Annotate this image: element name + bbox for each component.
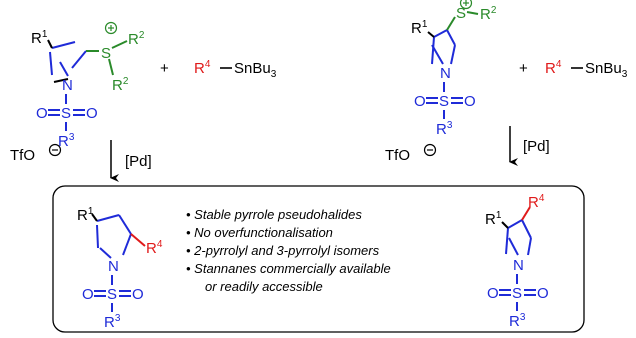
svg-text:R1: R1 (485, 210, 502, 228)
pyrrole-ring (49, 41, 87, 77)
features-list: • Stable pyrrole pseudohalides • No over… (186, 207, 391, 294)
sulfonyl-s-label: S (61, 105, 71, 122)
feature-item: • No overfunctionalisation (186, 225, 333, 240)
oxygen-label: O (86, 105, 98, 122)
plus-sign: + (160, 60, 169, 77)
r3-label: R (436, 121, 447, 138)
r3-label: R (104, 314, 115, 331)
svg-text:R4: R4 (545, 59, 562, 77)
r4-label: R (194, 60, 205, 77)
nitrogen-label: N (440, 65, 451, 82)
r2-label-top: R (128, 31, 139, 48)
r2-label: R (480, 6, 491, 23)
svg-text:R4: R4 (528, 193, 545, 211)
stannane-label: SnBu (234, 60, 271, 77)
svg-text:R2: R2 (480, 5, 497, 23)
pyrrole-ring (431, 29, 456, 65)
r3-label: R (509, 313, 520, 330)
svg-text:R1: R1 (411, 19, 428, 37)
feature-item: or readily accessible (205, 279, 323, 294)
pyrrole-ring (505, 219, 532, 256)
svg-text:R1: R1 (77, 206, 94, 224)
oxygen-label: O (36, 105, 48, 122)
svg-text:SnBu3: SnBu3 (585, 60, 628, 80)
catalyst-label-left: [Pd] (125, 153, 152, 170)
feature-item: • Stannanes commercially available (186, 261, 391, 276)
svg-text:R3: R3 (58, 132, 75, 150)
triflate-label: TfO (10, 147, 35, 164)
feature-item: • Stable pyrrole pseudohalides (186, 207, 362, 222)
sulfonyl-s-label: S (512, 285, 522, 302)
sulfonyl-s-label: S (107, 286, 117, 303)
sulfonyl-bonds (48, 94, 85, 131)
r4-label: R (545, 60, 556, 77)
sulfonyl-s-label: S (439, 93, 449, 110)
svg-text:R2: R2 (112, 76, 129, 94)
svg-text:R2: R2 (128, 30, 145, 48)
product-3-substituted-pyrrole: R1 R4 N O S O R3 (485, 193, 549, 330)
r4-label: R (528, 194, 539, 211)
reactant-2-sulfonium-pyrrole: R1 S R2 R2 N O S O R3 TfO (10, 21, 145, 164)
r1-label: R (31, 30, 42, 47)
oxygen-label: O (414, 93, 426, 110)
catalyst-label-right: [Pd] (523, 138, 550, 155)
stannane-label: SnBu (585, 60, 622, 77)
svg-text:R3: R3 (436, 120, 453, 138)
stannane-reagent-right: R4 SnBu3 (545, 59, 628, 80)
product-box (52, 185, 585, 333)
nitrogen-label: N (513, 257, 524, 274)
product-2-substituted-pyrrole: R1 R4 N O S O R3 (77, 206, 163, 331)
sulfur-label: S (101, 45, 111, 62)
r1-label: R (411, 20, 422, 37)
svg-text:R4: R4 (194, 59, 211, 77)
r1-label: R (77, 207, 88, 224)
oxygen-label: O (464, 93, 476, 110)
svg-text:R3: R3 (104, 313, 121, 331)
r1-label: R (485, 211, 496, 228)
pyrrole-ring (96, 214, 132, 259)
negative-charge-icon (423, 143, 437, 157)
plus-sign: + (519, 60, 528, 77)
nitrogen-label: N (108, 258, 119, 275)
negative-charge-icon (48, 143, 62, 157)
sulfonium-bonds (86, 21, 128, 76)
r3-label: R (58, 133, 69, 150)
oxygen-label: O (487, 285, 499, 302)
nitrogen-label: N (62, 77, 73, 94)
r2-label-bottom: R (112, 77, 123, 94)
sulfonyl-bonds (499, 274, 536, 311)
svg-text:SnBu3: SnBu3 (234, 60, 277, 80)
svg-text:R3: R3 (509, 312, 526, 330)
oxygen-label: O (132, 286, 144, 303)
sulfonyl-bonds (426, 82, 463, 119)
r4-label: R (146, 240, 157, 257)
sulfonium-bonds (446, 0, 479, 31)
sulfonyl-bonds (94, 275, 131, 312)
stannane-reagent-left: R4 SnBu3 (194, 59, 277, 80)
reactant-3-sulfonium-pyrrole: R1 S R2 N O S O R3 TfO (385, 0, 497, 164)
oxygen-label: O (537, 285, 549, 302)
triflate-label: TfO (385, 147, 410, 164)
svg-text:R1: R1 (31, 29, 48, 47)
oxygen-label: O (82, 286, 94, 303)
feature-item: • 2-pyrrolyl and 3-pyrrolyl isomers (186, 243, 380, 258)
svg-text:R4: R4 (146, 239, 163, 257)
sulfur-label: S (456, 5, 466, 22)
